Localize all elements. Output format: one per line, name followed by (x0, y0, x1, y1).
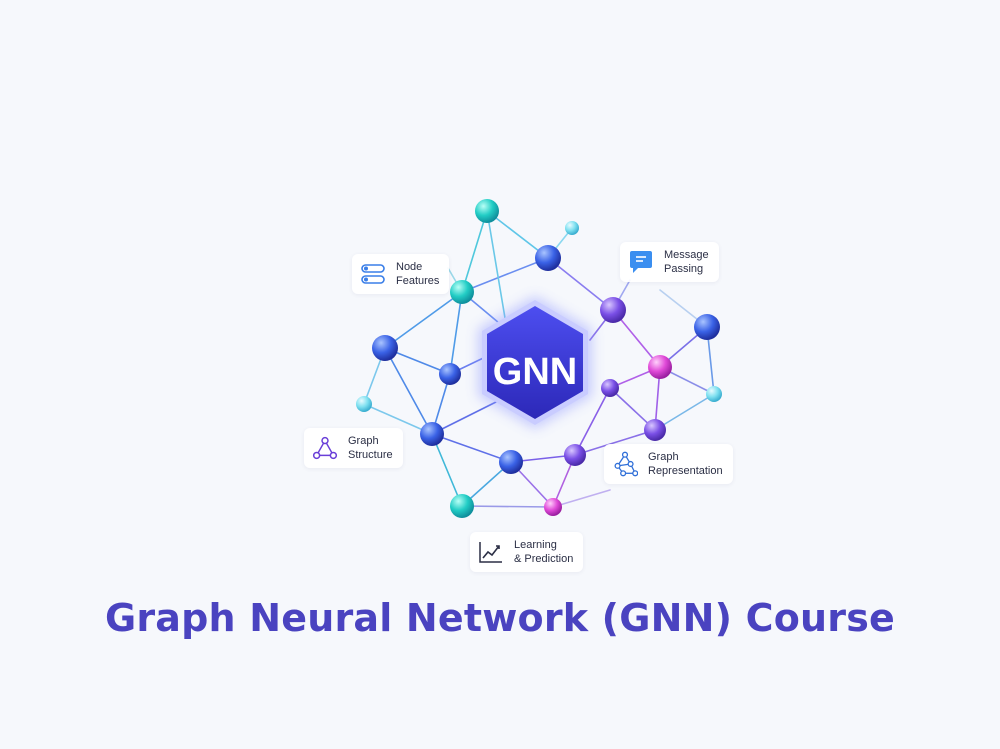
callout-label: Graph Representation (648, 451, 723, 477)
node (564, 444, 586, 466)
node (648, 355, 672, 379)
callout-message-passing: Message Passing (620, 242, 719, 282)
node (439, 363, 461, 385)
gnn-hub: GNN (478, 296, 592, 429)
node (499, 450, 523, 474)
node (565, 221, 579, 235)
node (356, 396, 372, 412)
callout-graph-representation: Graph Representation (604, 444, 733, 484)
triangle-graph-icon (312, 435, 338, 461)
callout-label: Node Features (396, 261, 440, 287)
node (644, 419, 666, 441)
network-graph-icon (612, 451, 638, 477)
node (544, 498, 562, 516)
toggle-list-icon (360, 261, 386, 287)
line-chart-icon (478, 539, 504, 565)
node (450, 494, 474, 518)
callout-label: Graph Structure (348, 435, 393, 461)
callout-label: Learning & Prediction (514, 539, 574, 565)
callout-graph-structure: Graph Structure (304, 428, 403, 468)
node (706, 386, 722, 402)
graph-nodes (356, 199, 722, 518)
chat-message-icon (628, 249, 654, 275)
hub-label: GNN (493, 351, 577, 393)
node (475, 199, 499, 223)
node (694, 314, 720, 340)
callout-learning-prediction: Learning & Prediction (470, 532, 584, 572)
node (372, 335, 398, 361)
callout-node-features: Node Features (352, 254, 450, 294)
page-title: Graph Neural Network (GNN) Course (104, 596, 896, 640)
node (601, 379, 619, 397)
node (535, 245, 561, 271)
node (450, 280, 474, 304)
node (600, 297, 626, 323)
callout-label: Message Passing (664, 249, 709, 275)
node (420, 422, 444, 446)
